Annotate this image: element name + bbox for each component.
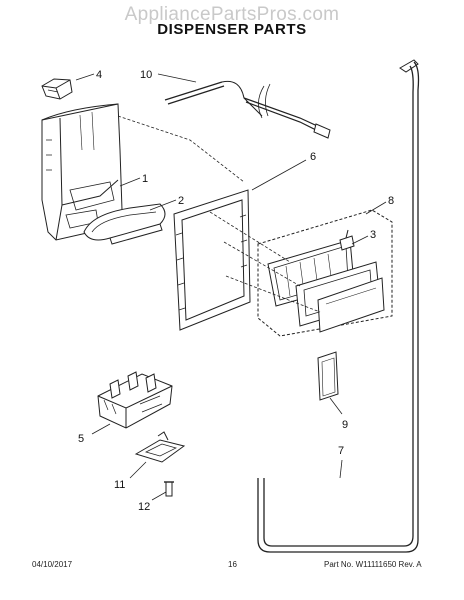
callout-10: 10 [140,69,152,81]
footer-page-number: 16 [228,560,237,569]
callout-12: 12 [138,501,150,513]
page-title: DISPENSER PARTS [157,21,307,38]
watermark-text: AppliancePartsPros.com [124,4,340,25]
part-11-bracket [134,431,186,463]
part-8-control-assembly [257,209,393,337]
part-7-tube [257,59,420,553]
callout-6: 6 [310,151,316,163]
callout-8: 8 [388,195,394,207]
callout-7: 7 [338,445,344,457]
part-2-drip-tray [83,203,166,245]
part-12-screw [164,481,174,497]
part-10-tube [164,80,331,139]
callout-9: 9 [342,419,348,431]
footer-date: 04/10/2017 [32,560,73,569]
footer-part-number: Part No. W11111650 Rev. A [324,560,422,569]
callout-1: 1 [142,173,148,185]
callout-4: 4 [96,69,102,81]
leader-lines [75,73,387,501]
part-9-strip [317,351,339,401]
part-6-frame [173,189,251,331]
callout-2: 2 [178,195,184,207]
callout-3: 3 [370,229,376,241]
callout-5: 5 [78,433,84,445]
alignment-lines [117,115,321,313]
part-5-solenoid-assembly [97,371,173,429]
part-4-cap [41,78,73,100]
callout-11: 11 [114,479,125,491]
